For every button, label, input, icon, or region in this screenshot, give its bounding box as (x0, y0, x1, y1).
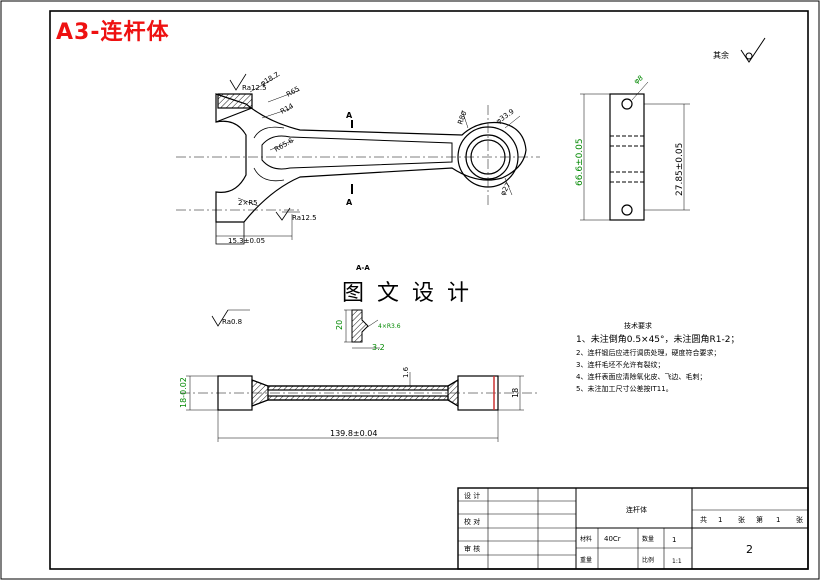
requirement-item: 3、连杆毛坯不允许有裂纹； (576, 360, 664, 369)
dim-h18: 18-0.02 (179, 377, 188, 408)
title-block (457, 487, 809, 570)
roughness-08-icon (211, 309, 250, 327)
requirement-item: 4、连杆表面应清除氧化皮、飞边、毛刺； (576, 372, 706, 381)
section-mark-top: A (346, 111, 353, 120)
dim-r65: R65 (285, 85, 301, 99)
dim-w18: 18 (511, 388, 520, 398)
side-view (580, 81, 690, 221)
tb-material-label: 材料 (580, 535, 592, 543)
tb-approve-label: 审 核 (464, 544, 480, 553)
watermark: 图 文 设 计 (342, 281, 472, 306)
tb-scale-label: 比例 (642, 556, 654, 564)
front-view (176, 73, 540, 245)
dim-r14: R14 (279, 102, 295, 116)
tb-sheet-total: 1 (718, 516, 722, 524)
dim-dia-side: φ8 (633, 74, 645, 86)
section-aa (344, 309, 380, 349)
dim-rough-top: Ra12.5 (242, 84, 267, 92)
dim-len-153: 15.3±0.05 (228, 237, 265, 245)
tb-sheet-no: 1 (776, 516, 780, 524)
dim-sec-32: 3.2 (372, 343, 385, 352)
dim-sec-r: 4×R3.6 (378, 323, 401, 330)
requirements-heading: 技术要求 (624, 321, 652, 330)
dim-2r5: 2×R5 (238, 199, 258, 207)
dim-len-139: 139.8±0.04 (330, 429, 377, 438)
tb-sheet-total-label: 共 (700, 515, 707, 524)
dim-h666: 66.6±0.05 (575, 138, 585, 186)
dim-h2785: 27.85±0.05 (675, 143, 685, 196)
tb-weight-label: 重量 (580, 556, 592, 564)
roughness-symbol-icon (740, 37, 766, 63)
bottom-view (180, 372, 540, 442)
dim-t16: 1.6 (402, 366, 410, 378)
requirement-item: 1、未注倒角0.5×45°，未注圆角R1-2； (576, 333, 740, 345)
tb-part-name: 连杆体 (626, 505, 647, 514)
tb-check-label: 校 对 (464, 517, 480, 526)
tb-scale: 1:1 (672, 558, 682, 565)
section-label: A-A (356, 264, 370, 272)
tb-sheet-no-label: 第 (756, 515, 763, 524)
tb-sheet-unit-2: 张 (796, 515, 803, 524)
tb-count-label: 数量 (642, 535, 654, 543)
dim-rough-08: Ra0.8 (222, 318, 242, 326)
requirement-item: 5、未注加工尺寸公差按IT11。 (576, 384, 673, 393)
tb-sheet-unit: 张 (738, 515, 745, 524)
requirement-item: 2、连杆锻后应进行调质处理，硬度符合要求； (576, 348, 720, 357)
drawing-frame (49, 10, 809, 570)
tb-material: 40Cr (604, 535, 621, 543)
dim-rough-bottom: Ra12.5 (292, 214, 317, 222)
page-title: A3-连杆体 (56, 20, 170, 45)
dim-sec-20: 20 (335, 320, 344, 330)
dim-dia-339: φ33.9 (495, 107, 516, 125)
dim-dia-187: φ18.7 (259, 71, 281, 88)
tb-count: 1 (672, 536, 676, 544)
tb-design-label: 设 计 (464, 491, 480, 500)
roughness-other-label: 其余 (713, 50, 729, 60)
tb-drawing-no: 2 (746, 543, 753, 556)
dim-r656: R65.6 (273, 136, 295, 153)
section-mark-bottom: A (346, 198, 353, 207)
dim-r80: R80 (456, 110, 468, 126)
